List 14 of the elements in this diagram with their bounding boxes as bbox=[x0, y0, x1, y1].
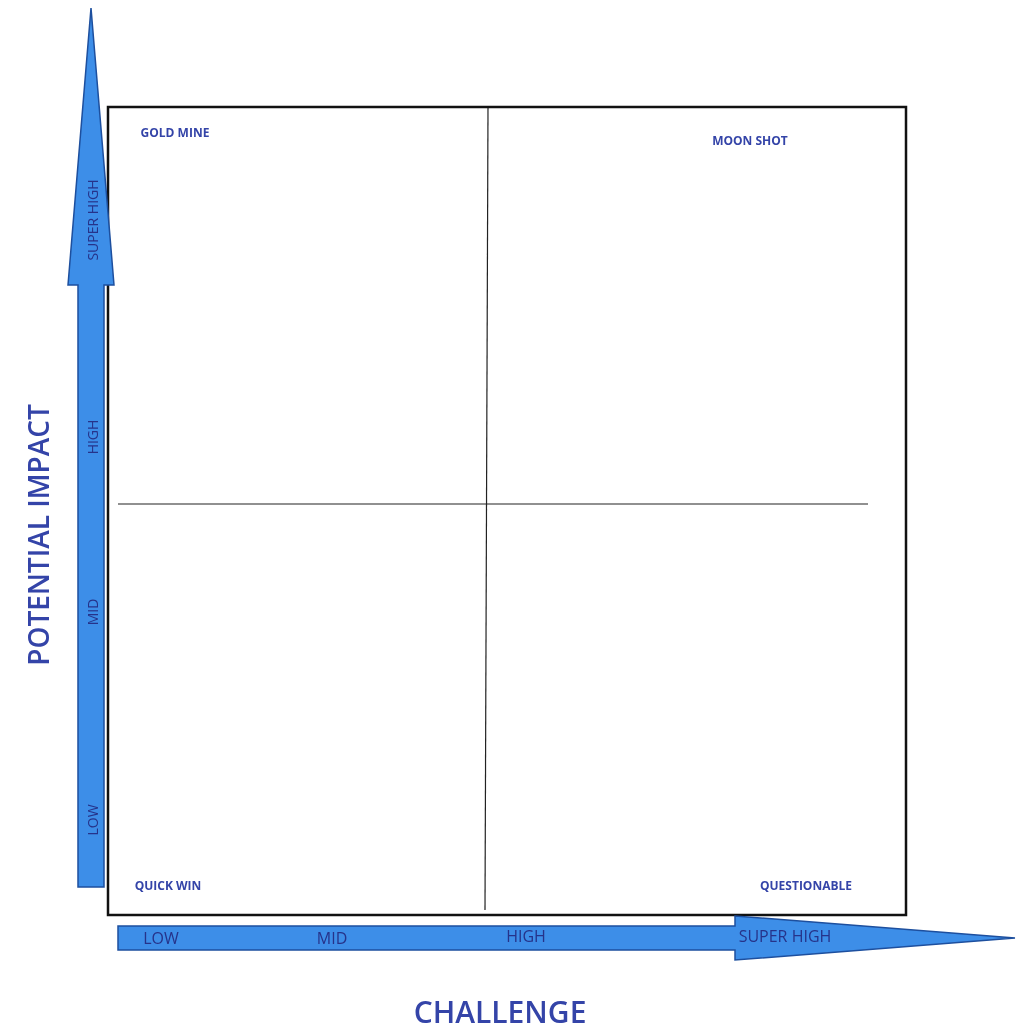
quadrant-label: MOON SHOT bbox=[712, 135, 788, 147]
axis-tick-label: HIGH bbox=[86, 419, 100, 455]
quadrant-label: QUICK WIN bbox=[134, 880, 202, 892]
axis-title: POTENTIAL IMPACT bbox=[24, 404, 52, 666]
quadrant-label: GOLD MINE bbox=[140, 127, 210, 139]
axis-tick-label: LOW bbox=[143, 930, 179, 946]
axis-tick-label: SUPER HIGH bbox=[86, 179, 100, 261]
axis-tick-label: MID bbox=[86, 598, 100, 626]
axis-tick-label: MID bbox=[316, 930, 348, 946]
axis-title: CHALLENGE bbox=[413, 997, 587, 1027]
axis-tick-label: LOW bbox=[86, 804, 100, 836]
axis-tick-label: SUPER HIGH bbox=[738, 928, 832, 944]
quadrant-label: QUESTIONABLE bbox=[760, 880, 852, 892]
axis-tick-label: HIGH bbox=[506, 928, 546, 944]
